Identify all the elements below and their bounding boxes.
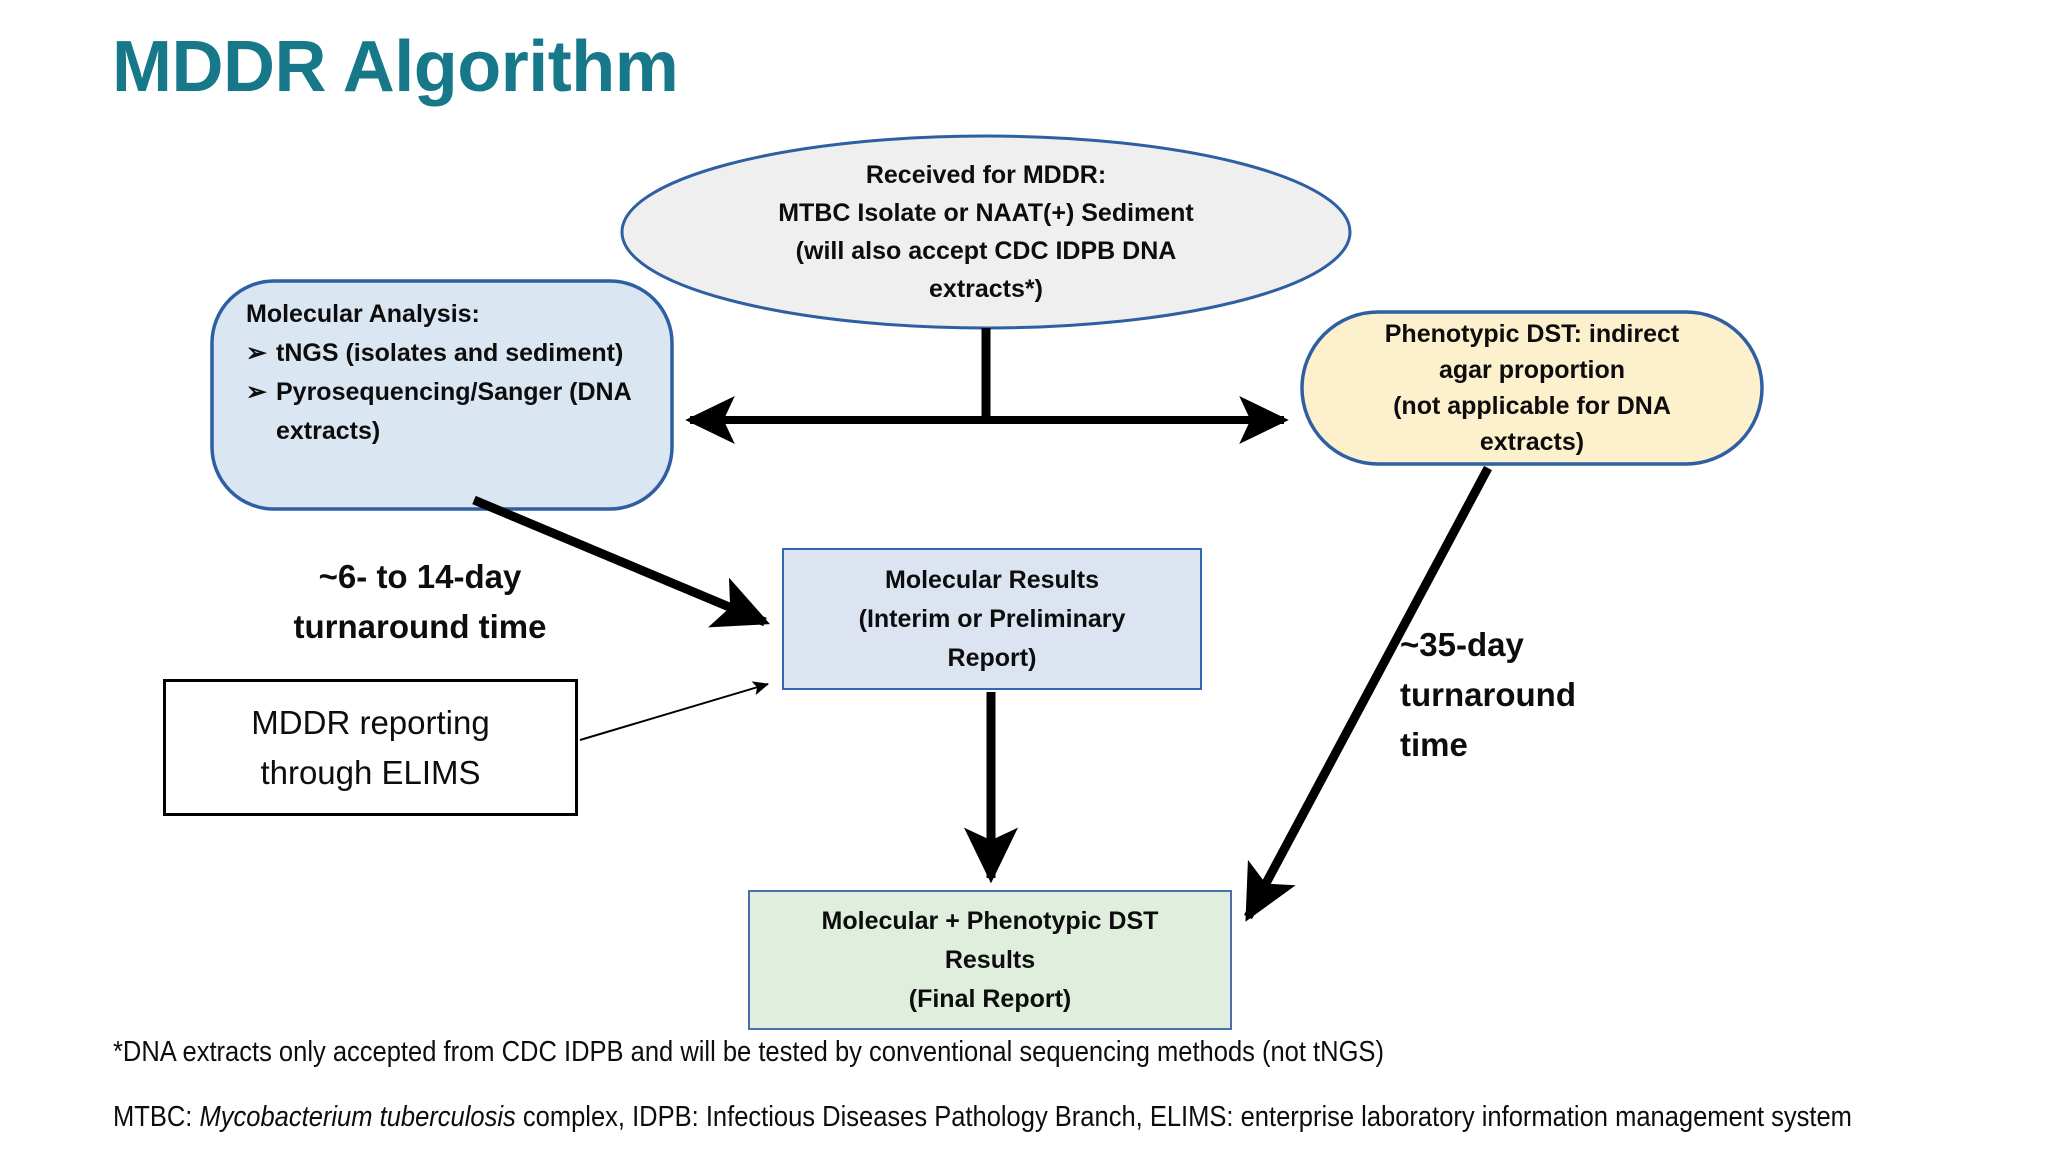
phenotypic-dst-line-2: agar proportion — [1438, 356, 1626, 384]
abbr-prefix: MTBC: — [113, 1101, 200, 1133]
arrow-bullet-icon: ➢ — [246, 378, 267, 406]
molecular-analysis-bullet-1: ➢ tNGS (isolates and sediment) — [246, 334, 646, 373]
phenotypic-dst-line-4: extracts) — [1479, 428, 1585, 456]
label-turnaround-phenotypic: ~35-day turnaround time — [1400, 620, 1660, 770]
node-shape-phenotypic-dst — [1300, 310, 1764, 466]
footnote-abbreviations: MTBC: Mycobacterium tuberculosis complex… — [113, 1101, 1852, 1134]
abbr-suffix: complex, IDPB: Infectious Diseases Patho… — [515, 1101, 1852, 1133]
footnote-dna-extracts: *DNA extracts only accepted from CDC IDP… — [113, 1036, 1384, 1068]
bullet-2-line-1: Pyrosequencing/Sanger — [276, 378, 563, 406]
arrow-bullet-icon: ➢ — [246, 339, 267, 367]
node-received-line-3: (will also accept CDC IDPB DNA — [795, 237, 1177, 265]
mddr-reporting-line-1: MDDR reporting — [251, 703, 490, 741]
node-received-for-mddr[interactable]: Received for MDDR: MTBC Isolate or NAAT(… — [622, 136, 1350, 328]
final-results-line-1: Molecular + Phenotypic DST — [821, 906, 1159, 935]
node-final-results[interactable]: Molecular + Phenotypic DST Results (Fina… — [748, 890, 1232, 1030]
final-results-line-2: Results — [944, 945, 1036, 974]
molecular-analysis-header: Molecular Analysis: — [246, 300, 480, 328]
node-received-line-2: MTBC Isolate or NAAT(+) Sediment — [778, 199, 1194, 227]
molecular-results-line-1: Molecular Results — [885, 565, 1099, 594]
node-received-line-1: Received for MDDR: — [865, 161, 1107, 189]
connector-molecular-to-results — [472, 495, 770, 628]
abbr-species-italic: Mycobacterium tuberculosis — [199, 1101, 516, 1133]
mddr-reporting-line-2: through ELIMS — [260, 753, 481, 791]
tat-phenotypic-line-3: time — [1400, 726, 1468, 763]
tat-molecular-line-1: ~6- to 14-day — [318, 558, 522, 595]
final-results-line-3: (Final Report) — [908, 984, 1072, 1013]
bullet-1-line-1: tNGS (isolates and — [276, 339, 499, 367]
page-title: MDDR Algorithm — [112, 27, 679, 107]
node-molecular-results[interactable]: Molecular Results (Interim or Preliminar… — [782, 548, 1202, 690]
node-molecular-analysis[interactable]: Molecular Analysis: ➢ tNGS (isolates and… — [212, 281, 672, 509]
bullet-2-line-2: (DNA extracts) — [276, 378, 631, 445]
molecular-results-line-2: (Interim or Preliminary — [858, 604, 1126, 633]
node-mddr-reporting-elims[interactable]: MDDR reporting through ELIMS — [163, 679, 578, 816]
tat-molecular-line-2: turnaround time — [293, 608, 547, 645]
tat-phenotypic-line-1: ~35-day — [1400, 626, 1524, 663]
molecular-results-line-3: Report) — [947, 643, 1037, 672]
label-turnaround-molecular: ~6- to 14-day turnaround time — [260, 552, 580, 652]
connector-phenotypic-to-final — [1244, 465, 1492, 922]
node-received-line-4: extracts*) — [929, 275, 1043, 303]
tat-phenotypic-line-2: turnaround — [1400, 676, 1576, 713]
molecular-analysis-bullet-2: ➢ Pyrosequencing/Sanger (DNA extracts) — [246, 373, 646, 451]
node-shape-molecular-analysis — [210, 279, 674, 511]
phenotypic-dst-line-1: Phenotypic DST: indirect — [1384, 320, 1680, 348]
phenotypic-dst-line-3: (not applicable for DNA — [1393, 392, 1671, 420]
node-phenotypic-dst[interactable]: Phenotypic DST: indirect agar proportion… — [1302, 312, 1762, 464]
bullet-1-line-2: sediment) — [505, 339, 624, 367]
connector-reporting-leader — [579, 681, 769, 741]
